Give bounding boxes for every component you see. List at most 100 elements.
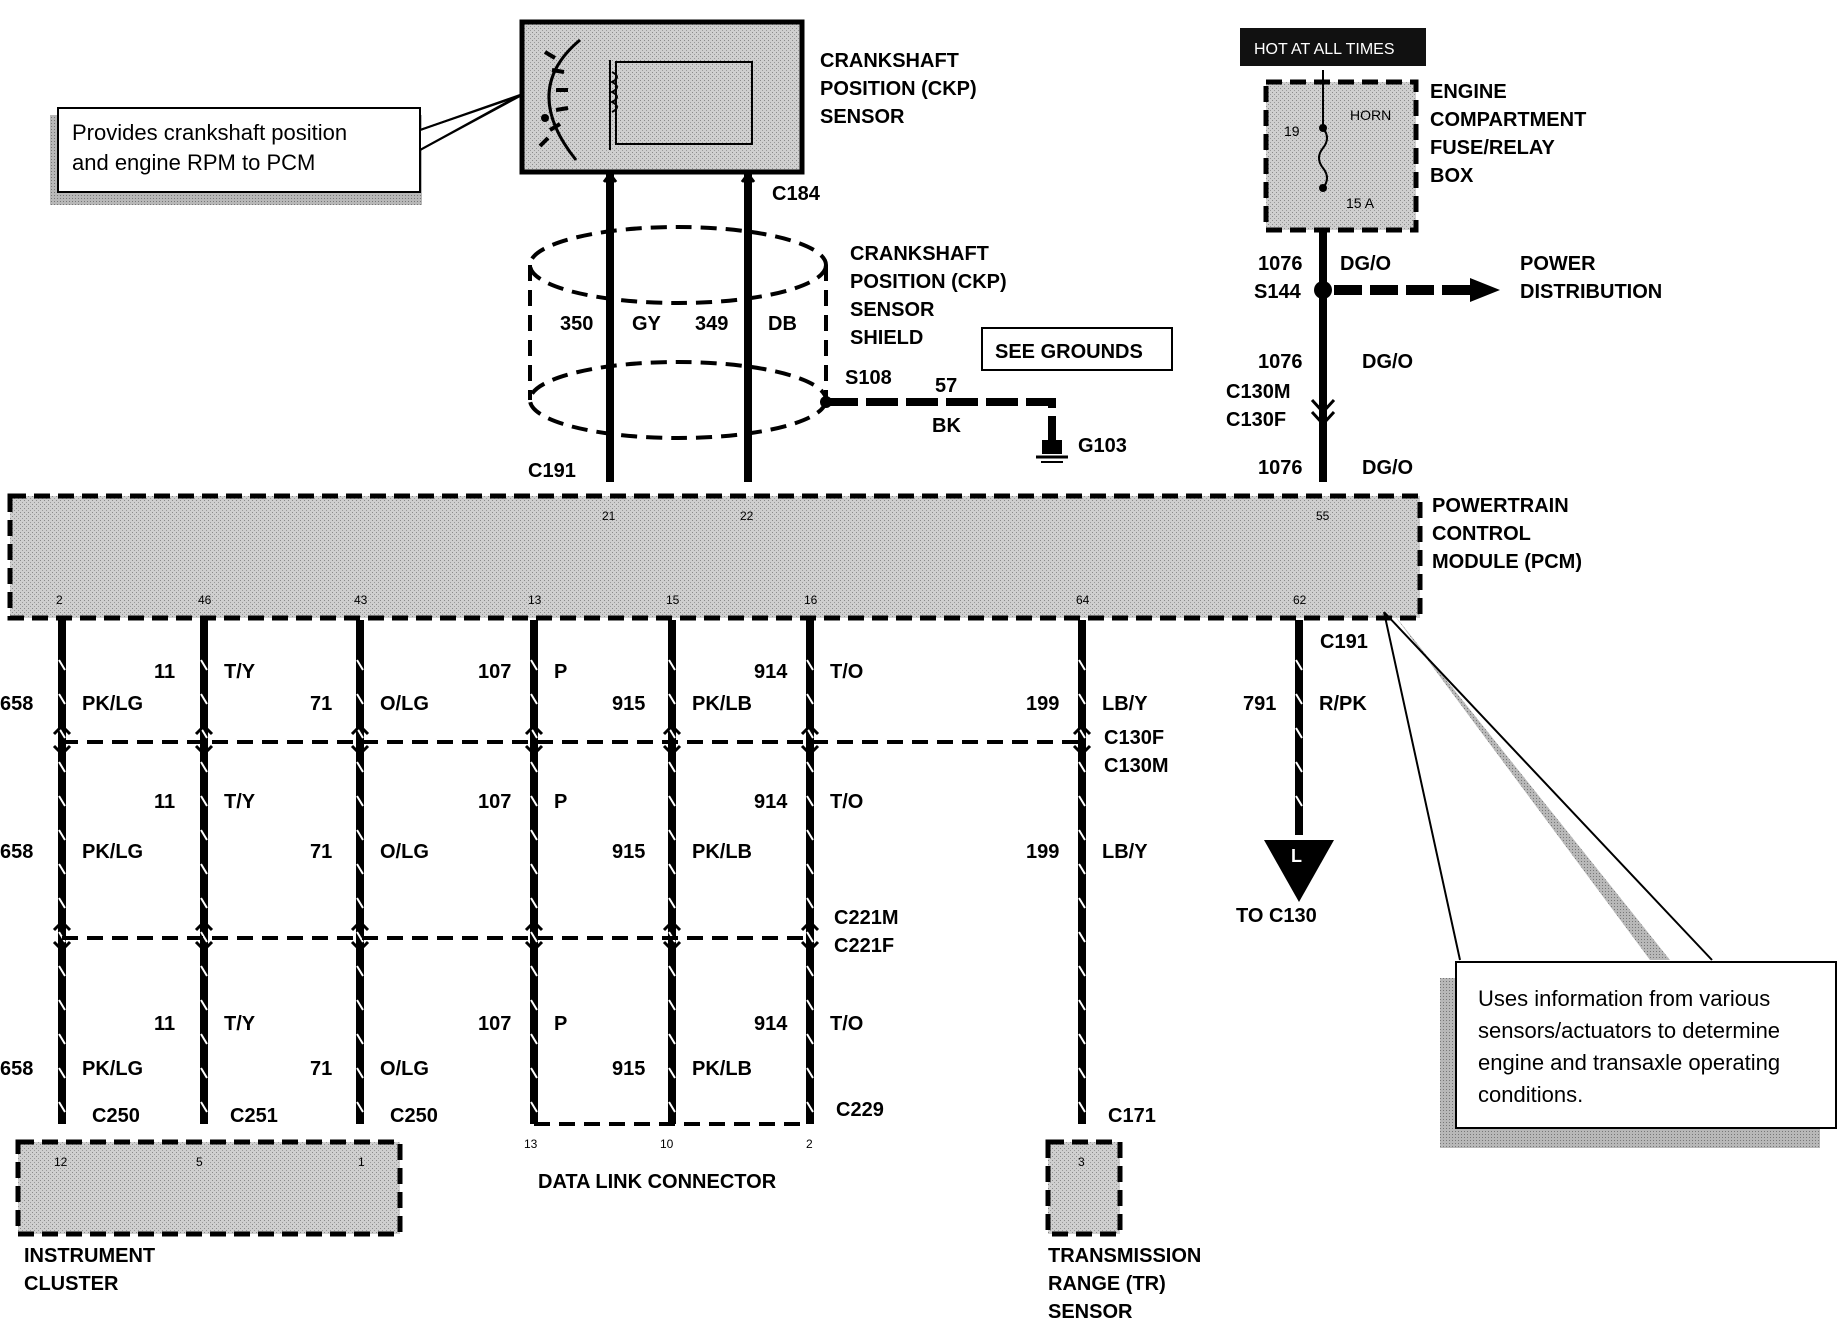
instrument-cluster-label-2: CLUSTER — [24, 1273, 119, 1295]
wire-tick — [530, 693, 538, 705]
pcm-pin-43: 43 — [354, 593, 368, 607]
wire-num-71: 71 — [310, 1058, 332, 1080]
fuse-box-label-3: FUSE/RELAY — [1430, 137, 1556, 159]
callout-right-line-1: Uses information from various — [1478, 986, 1770, 1011]
to-c130-label: TO C130 — [1236, 905, 1317, 927]
wire-tick — [1078, 897, 1086, 909]
wire-tick — [1078, 829, 1086, 841]
wire-tick — [668, 693, 676, 705]
wire-tick — [806, 931, 814, 943]
wire-tick — [530, 1101, 538, 1113]
connector-c191-bottom: C191 — [1320, 631, 1368, 653]
wire-tick — [806, 897, 814, 909]
wire-num-658: 658 — [0, 841, 33, 863]
fuse-icon — [1318, 127, 1328, 189]
fuse-name: HORN — [1350, 107, 1391, 123]
see-grounds-box[interactable] — [981, 327, 1173, 371]
wire-tick — [668, 863, 676, 875]
wire-tick — [356, 931, 364, 943]
wire-tick — [530, 1067, 538, 1079]
power-wire-num-1: 1076 — [1258, 253, 1303, 275]
wire-color-915: PK/LB — [692, 693, 752, 715]
wire-tick — [200, 1101, 208, 1113]
wire-tick — [1295, 693, 1303, 705]
connector-pin-icon — [194, 919, 214, 953]
wire-tick — [668, 999, 676, 1011]
wire-color-71: O/LG — [380, 841, 429, 863]
wire-tick — [1078, 693, 1086, 705]
wire-color-107: P — [554, 791, 567, 813]
connector-c184: C184 — [772, 183, 821, 205]
wire-tick — [668, 795, 676, 807]
fuse-box-label-4: BOX — [1430, 165, 1474, 187]
callout-left-line-2: and engine RPM to PCM — [72, 150, 315, 175]
wire-num-658: 658 — [0, 693, 33, 715]
wire-num-11: 11 — [154, 791, 175, 813]
shield-drain-wire-color: BK — [932, 415, 961, 437]
connector-c130f: C130F — [1104, 727, 1164, 749]
wire-tick — [1078, 965, 1086, 977]
wire-tick — [200, 1033, 208, 1045]
arrow-right-icon — [1470, 278, 1500, 302]
wire-tick — [1078, 1067, 1086, 1079]
wire-num-11: 11 — [154, 661, 175, 683]
wire-num-658: 658 — [0, 1058, 33, 1080]
wire-tick — [58, 1033, 66, 1045]
wire-tick — [200, 795, 208, 807]
wire-tick — [200, 897, 208, 909]
tr-sensor-label-1: TRANSMISSION — [1048, 1245, 1201, 1267]
wire-color-914: T/O — [830, 791, 863, 813]
wire-tick — [668, 1033, 676, 1045]
wire-color-71: O/LG — [380, 693, 429, 715]
wire-color-71: O/LG — [380, 1058, 429, 1080]
wire-tick — [356, 1101, 364, 1113]
wire-tick — [1078, 931, 1086, 943]
wire-num-199: 199 — [1026, 841, 1059, 863]
pcm-pin-2: 2 — [56, 593, 63, 607]
connector-pin-icon — [800, 919, 820, 953]
wire-color-658: PK/LG — [82, 841, 143, 863]
wire-tick — [200, 931, 208, 943]
wire-color-914: T/O — [830, 661, 863, 683]
instrument-cluster — [15, 1139, 403, 1237]
pcm-pin-64: 64 — [1076, 593, 1090, 607]
splice-s108: S108 — [845, 367, 892, 389]
wire-color-915: PK/LB — [692, 1058, 752, 1080]
ckp-sensor-label-2: POSITION (CKP) — [820, 78, 977, 100]
gear-icon — [538, 38, 581, 161]
wire-num-11: 11 — [154, 1013, 175, 1035]
wire-num-914: 914 — [754, 791, 788, 813]
wire-tick — [806, 659, 814, 671]
connector-c251: C251 — [230, 1105, 278, 1127]
connector-c221m: C221M — [834, 907, 898, 929]
wire-tick — [530, 965, 538, 977]
data-link-connector-label: DATA LINK CONNECTOR — [538, 1171, 777, 1193]
wire-tick — [1078, 1033, 1086, 1045]
wire-tick — [668, 1101, 676, 1113]
wire-tick — [58, 965, 66, 977]
fuse-relay-box — [1263, 70, 1419, 233]
power-wire-num-2: 1076 — [1258, 351, 1303, 373]
power-wire-num-3: 1076 — [1258, 457, 1303, 479]
connector-pin-icon — [662, 919, 682, 953]
wire-tick — [1078, 659, 1086, 671]
wire-tick — [1078, 761, 1086, 773]
wire-tick — [58, 829, 66, 841]
wire-tick — [58, 1101, 66, 1113]
shield-label-3: SENSOR — [850, 299, 935, 321]
pcm-label-3: MODULE (PCM) — [1432, 551, 1582, 573]
wire-tick — [806, 761, 814, 773]
ckp-sensor — [519, 19, 805, 175]
callout-right-line-4: conditions. — [1478, 1082, 1583, 1107]
wire-tick — [668, 761, 676, 773]
wire-tick — [806, 1033, 814, 1045]
connector-pin-icon — [524, 919, 544, 953]
arrow-letter: L — [1291, 846, 1302, 866]
pcm-pin-13: 13 — [528, 593, 542, 607]
wire-tick — [356, 999, 364, 1011]
see-grounds-label: SEE GROUNDS — [995, 341, 1143, 363]
power-distribution-label-2: DISTRIBUTION — [1520, 281, 1662, 303]
wire-tick — [1078, 863, 1086, 875]
